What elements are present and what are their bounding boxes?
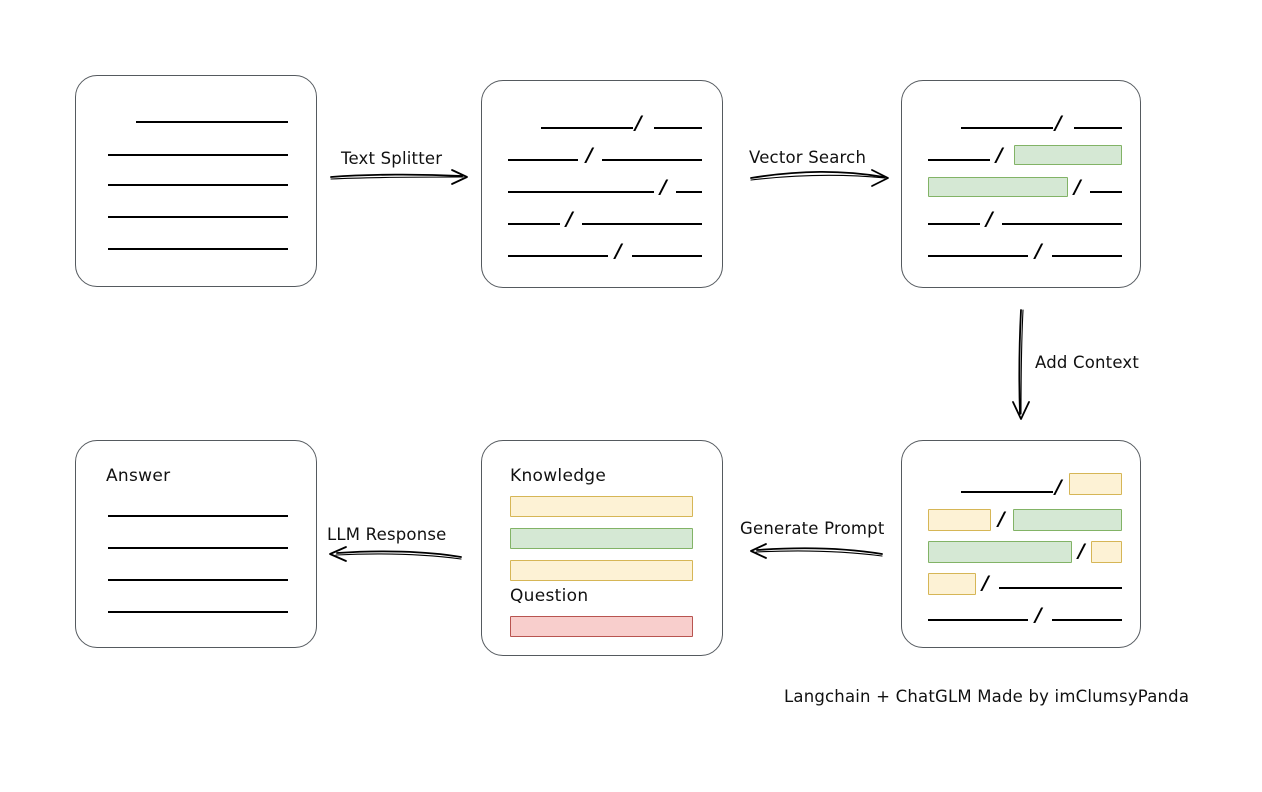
chunk-line [654,127,702,129]
chunk-line [961,491,1053,493]
chunk-separator: / [566,208,573,230]
chunk-chip-yellow[interactable] [928,509,991,531]
chunk-chip-green[interactable] [928,177,1068,197]
chunk-line [1074,127,1122,129]
chunk-line [928,619,1028,621]
chunk-line [999,587,1122,589]
edge-label-text-splitter: Text Splitter [341,149,443,168]
node-prompt[interactable]: Knowledge Question [481,440,723,656]
chunk-line [1052,255,1122,257]
chunk-separator: / [998,508,1005,530]
chunk-separator: / [1055,112,1062,134]
node-context-chunks[interactable]: / / / / / [901,440,1141,648]
chunk-line [508,255,608,257]
question-bar-red[interactable] [510,616,693,637]
edge-llm-response [329,546,462,562]
edge-label-llm-response: LLM Response [327,525,447,544]
knowledge-bar-green[interactable] [510,528,693,549]
edge-generate-prompt [750,543,883,559]
chunk-separator: / [1035,240,1042,262]
chunk-separator: / [982,572,989,594]
chunk-line [1002,223,1122,225]
chunk-line [508,159,578,161]
chunk-line [632,255,702,257]
chunk-chip-yellow[interactable] [1069,473,1122,495]
node-matched-chunks[interactable]: / / / / / [901,80,1141,288]
chunk-line [508,191,654,193]
chunk-separator: / [615,240,622,262]
node-source-document[interactable] [75,75,317,287]
edge-vector-search [750,169,889,187]
chunk-line [582,223,702,225]
chunk-line [928,255,1028,257]
knowledge-bar-yellow[interactable] [510,560,693,581]
chunk-separator: / [986,208,993,230]
chunk-line [602,159,702,161]
node-split-chunks[interactable]: / / / / / [481,80,723,288]
chunk-line [1052,619,1122,621]
edge-add-context [1012,309,1030,420]
chunk-line [541,127,633,129]
edge-text-splitter [330,169,468,185]
doc-line-4 [108,216,288,218]
knowledge-bar-yellow[interactable] [510,496,693,517]
chunk-separator: / [586,144,593,166]
edge-label-generate-prompt: Generate Prompt [740,519,885,538]
chunk-chip-green[interactable] [1014,145,1122,165]
node-answer[interactable]: Answer [75,440,317,648]
chunk-separator: / [1035,604,1042,626]
chunk-separator: / [1078,540,1085,562]
doc-line-2 [108,154,288,156]
chunk-line [1090,191,1122,193]
answer-line [108,611,288,613]
prompt-knowledge-label: Knowledge [510,466,607,486]
answer-label: Answer [106,466,171,486]
doc-line-3 [108,184,288,186]
prompt-question-label: Question [510,586,589,606]
chunk-chip-green[interactable] [928,541,1072,563]
chunk-chip-yellow[interactable] [928,573,976,595]
chunk-chip-yellow[interactable] [1091,541,1122,563]
chunk-chip-green[interactable] [1013,509,1122,531]
doc-line-1 [136,121,288,123]
chunk-line [961,127,1053,129]
answer-line [108,579,288,581]
answer-line [108,515,288,517]
chunk-separator: / [635,112,642,134]
chunk-separator: / [1074,176,1081,198]
chunk-line [928,159,990,161]
chunk-separator: / [1055,476,1062,498]
chunk-line [676,191,702,193]
chunk-line [508,223,560,225]
answer-line [108,547,288,549]
doc-line-5 [108,248,288,250]
chunk-separator: / [660,176,667,198]
edge-label-vector-search: Vector Search [749,148,867,167]
edge-label-add-context: Add Context [1035,353,1140,372]
chunk-separator: / [996,144,1003,166]
footer-credit: Langchain + ChatGLM Made by imClumsyPand… [784,687,1190,706]
chunk-line [928,223,980,225]
